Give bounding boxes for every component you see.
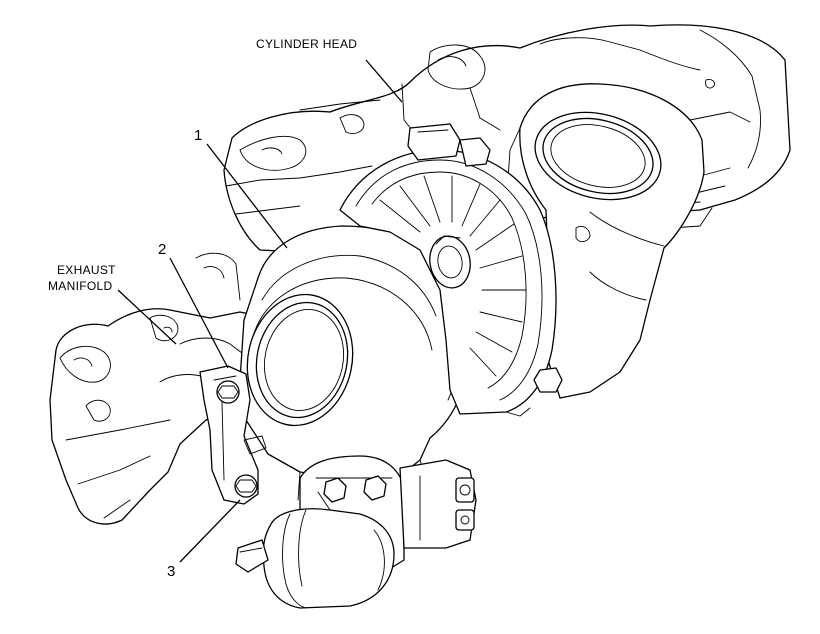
- callout-1: 1: [194, 127, 202, 144]
- leader-callout-3: [179, 499, 241, 563]
- leader-callout-2: [169, 257, 229, 369]
- leader-cylinder-head: [365, 59, 403, 103]
- label-exhaust-line2: MANIFOLD: [48, 279, 112, 293]
- callout-3: 3: [167, 563, 175, 580]
- exhaust-manifold: [49, 252, 269, 525]
- leader-callout-1: [206, 143, 288, 249]
- label-exhaust-line1: EXHAUST: [57, 263, 116, 277]
- callout-2: 2: [158, 241, 166, 258]
- leader-exhaust-manifold: [117, 289, 177, 345]
- wastegate-actuator: [199, 365, 477, 609]
- compressor-housing: [339, 123, 563, 417]
- turbine-housing: [239, 225, 469, 501]
- leader-lines: [117, 59, 403, 563]
- exhaust-outlet-elbow: [507, 83, 705, 399]
- label-cylinder-head: CYLINDER HEAD: [256, 37, 357, 51]
